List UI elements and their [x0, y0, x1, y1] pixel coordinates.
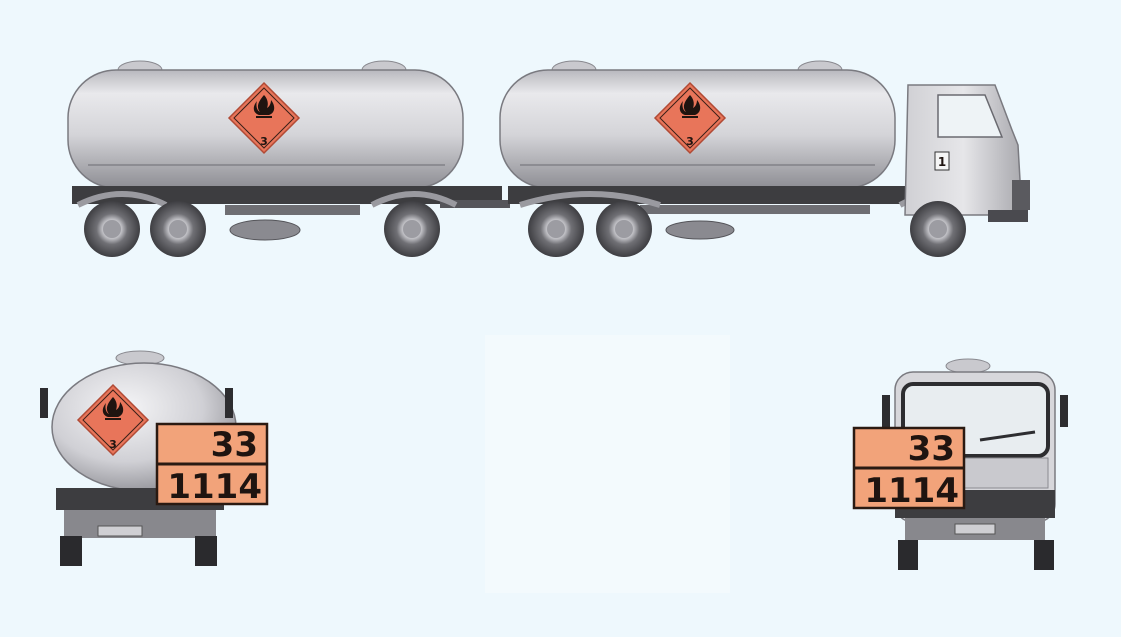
un-number: 1114 — [864, 471, 959, 511]
hazard-class-number: 3 — [260, 135, 268, 148]
truck-cab: 1 — [905, 85, 1030, 222]
hazard-class-number: 3 — [686, 135, 694, 148]
orange-plate-rear: 33 1114 — [157, 424, 267, 507]
un-number: 1114 — [167, 467, 262, 507]
hazard-class-number: 3 — [109, 438, 117, 451]
blank-panel — [485, 335, 730, 593]
orange-plate-front: 33 1114 — [854, 428, 964, 511]
hazard-id-number: 33 — [211, 425, 258, 465]
cab-marker: 1 — [938, 155, 946, 169]
hazard-id-number: 33 — [908, 429, 955, 469]
